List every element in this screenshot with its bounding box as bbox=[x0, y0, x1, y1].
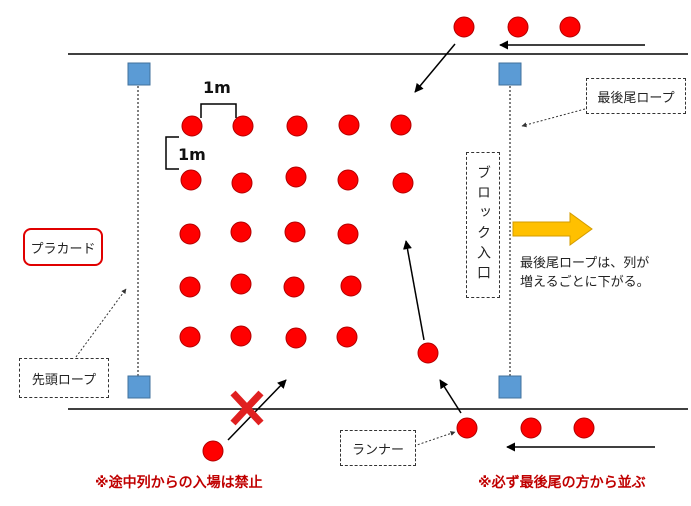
runner-grid bbox=[179, 16, 595, 462]
runner-dot bbox=[573, 417, 595, 439]
dim-label-vertical: 1m bbox=[178, 145, 206, 164]
post-top-left bbox=[127, 62, 151, 86]
runner-dot bbox=[392, 172, 414, 194]
runner-dot bbox=[181, 115, 203, 137]
runner-dot bbox=[520, 417, 542, 439]
last-rope-label-box: 最後尾ロープ bbox=[586, 78, 686, 114]
runner-dot bbox=[336, 326, 358, 348]
arrow-bottom-enter bbox=[439, 379, 462, 414]
runner-dot bbox=[340, 275, 362, 297]
move-down-arrow-icon bbox=[512, 212, 593, 246]
dim-bracket-vertical bbox=[165, 136, 179, 170]
warning-join-from-end: ※必ず最後尾の方から並ぶ bbox=[478, 475, 646, 491]
leader-runner bbox=[413, 431, 456, 447]
placard-label: プラカード bbox=[30, 241, 96, 257]
post-top-right bbox=[498, 62, 522, 86]
arrow-top-enter bbox=[414, 43, 456, 93]
runner-dot bbox=[337, 223, 359, 245]
runner-dot bbox=[179, 276, 201, 298]
runner-dot bbox=[338, 114, 360, 136]
front-rope-label: 先頭ロープ bbox=[31, 372, 97, 388]
arrow-inside-up bbox=[403, 240, 425, 341]
post-bottom-left bbox=[127, 375, 151, 399]
runner-dot bbox=[179, 326, 201, 348]
description-line-2: 増えるごとに下がる。 bbox=[520, 275, 650, 290]
runner-dot bbox=[231, 172, 253, 194]
leader-last-rope bbox=[521, 108, 586, 128]
dim-bracket-horizontal bbox=[200, 103, 237, 118]
runner-dot bbox=[456, 417, 478, 439]
runner-dot bbox=[180, 169, 202, 191]
dim-label-horizontal: 1m bbox=[203, 78, 231, 97]
leader-front-rope bbox=[75, 288, 127, 358]
description-line-1: 最後尾ロープは、列が bbox=[520, 256, 650, 271]
runner-dot bbox=[285, 166, 307, 188]
runner-dot bbox=[230, 273, 252, 295]
placard-box: プラカード bbox=[23, 228, 103, 266]
block-entrance-label-box: ブロック入口 bbox=[466, 152, 500, 298]
runner-dot bbox=[283, 276, 305, 298]
cross-mark-icon bbox=[230, 390, 264, 426]
runner-dot bbox=[417, 342, 439, 364]
runner-label-box: ランナー bbox=[340, 430, 416, 466]
runner-dot bbox=[453, 16, 475, 38]
runner-dot bbox=[232, 115, 254, 137]
runner-dot bbox=[286, 115, 308, 137]
arrow-forbidden bbox=[227, 379, 287, 441]
runner-dot bbox=[284, 221, 306, 243]
runner-label: ランナー bbox=[351, 442, 404, 458]
runner-dot bbox=[179, 223, 201, 245]
runner-dot bbox=[230, 221, 252, 243]
last-rope-label: 最後尾ロープ bbox=[597, 90, 675, 106]
block-entrance-label: ブロック入口 bbox=[475, 165, 491, 285]
runner-dot bbox=[202, 440, 224, 462]
runner-dot bbox=[507, 16, 529, 38]
post-bottom-right bbox=[498, 375, 522, 399]
runner-dot bbox=[390, 114, 412, 136]
runner-dot bbox=[337, 169, 359, 191]
runner-dot bbox=[230, 325, 252, 347]
last-rope-description: 最後尾ロープは、列が 増えるごとに下がる。 bbox=[520, 254, 650, 292]
runner-dot bbox=[285, 327, 307, 349]
front-rope-label-box: 先頭ロープ bbox=[19, 358, 109, 398]
warning-no-mid-entry: ※途中列からの入場は禁止 bbox=[95, 475, 263, 491]
runner-dot bbox=[559, 16, 581, 38]
